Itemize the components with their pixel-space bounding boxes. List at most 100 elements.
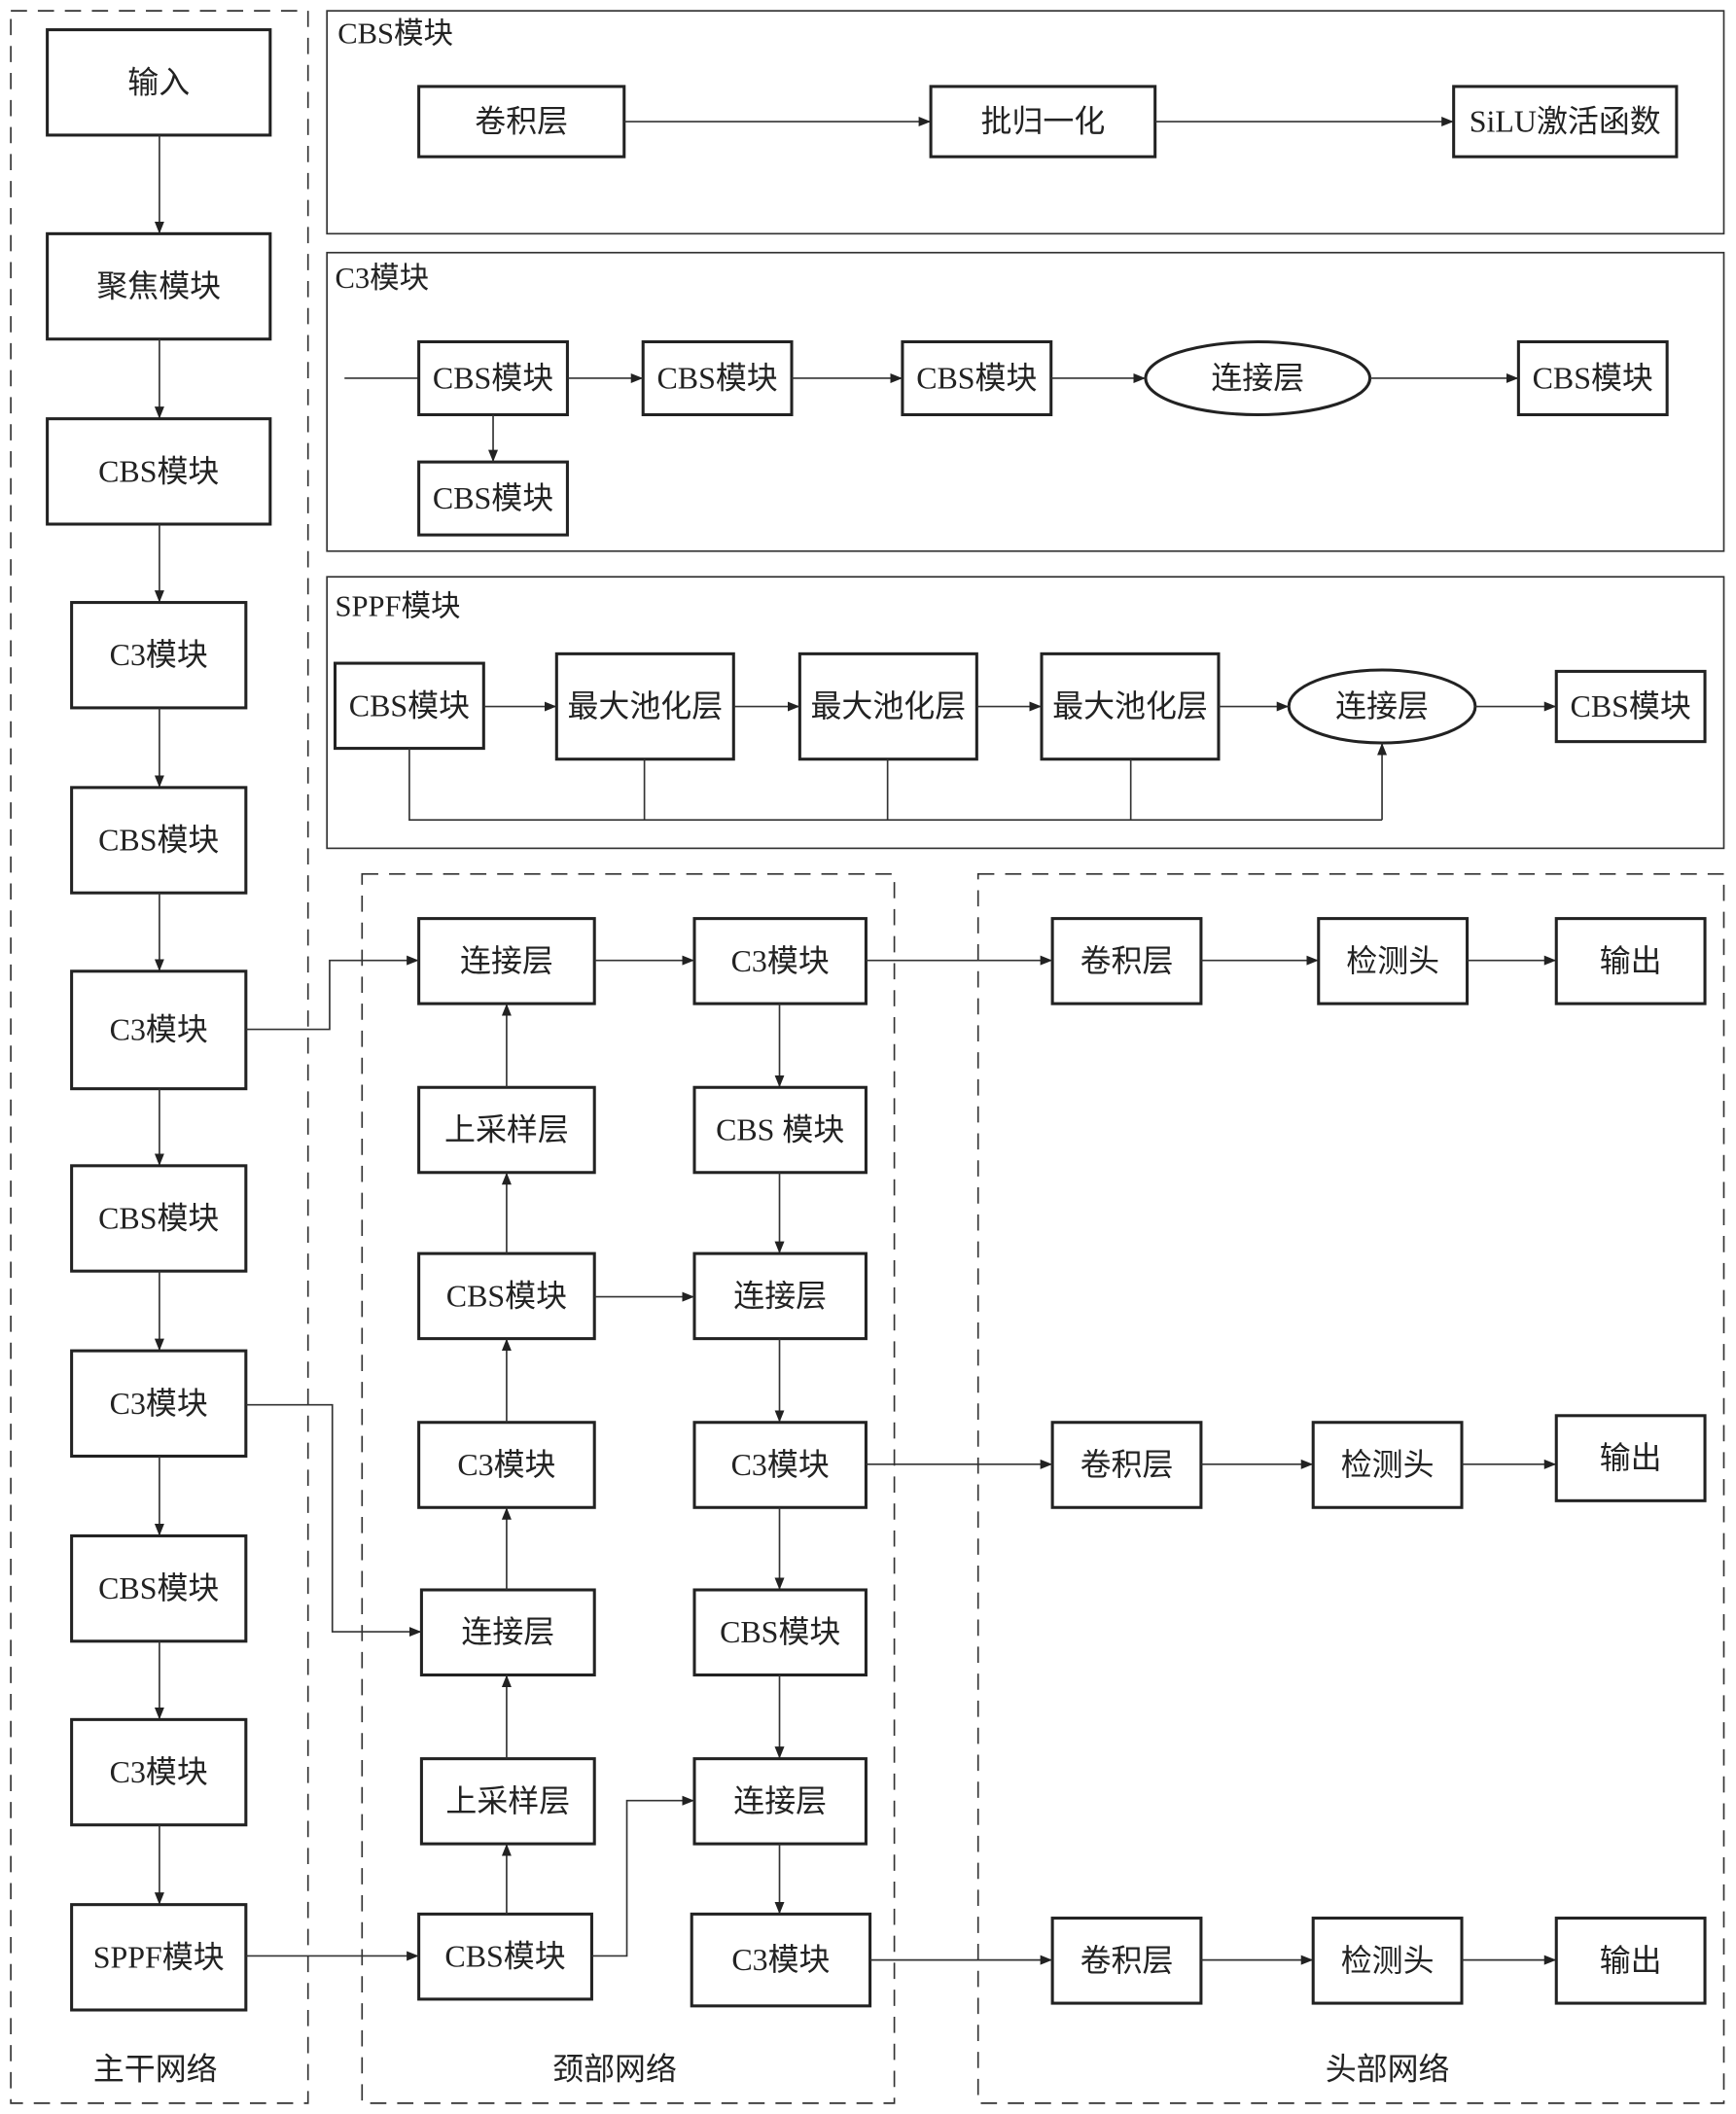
sppf-maxpool-node-label: 最大池化层: [1052, 689, 1208, 723]
head-conv-node: [1050, 917, 1203, 1005]
c3-module-node: [641, 339, 794, 417]
neck-left-node: [417, 1085, 596, 1175]
backbone-node-label: 聚焦模块: [96, 269, 221, 303]
c3-module-node: [1516, 339, 1669, 417]
head-region-label: 头部网络: [1326, 2053, 1450, 2087]
backbone-node: [70, 1349, 248, 1459]
neck-left-node-label: 上采样层: [444, 1113, 569, 1147]
neck-left-node-label: 上采样层: [445, 1784, 570, 1818]
backbone-node: [70, 786, 248, 895]
output-node-label: 输出: [1600, 1944, 1662, 1978]
neck-left-node: [419, 1757, 596, 1846]
sppf-concat-node-label: 连接层: [1335, 689, 1429, 723]
neck-left-node: [419, 1588, 596, 1677]
neck-right-node: [690, 1912, 872, 2008]
backbone-node-label: C3模块: [110, 1387, 208, 1421]
head-region: [976, 872, 1725, 2104]
sppf-module-node-label: CBS模块: [349, 688, 470, 722]
cbs-module-node: [417, 85, 626, 159]
backbone-node-label: CBS模块: [98, 1571, 219, 1605]
neck-left-node-label: 连接层: [461, 1615, 554, 1649]
c3-module-title: C3模块: [335, 262, 429, 295]
neck-left-node-label: 连接层: [460, 944, 553, 978]
backbone-node: [46, 28, 272, 137]
backbone-node-label: SPPF模块: [93, 1940, 225, 1974]
detect-head-node: [1311, 1917, 1464, 2005]
head-conv-node-label: 卷积层: [1081, 1448, 1174, 1482]
sppf-module-node: [333, 661, 485, 751]
backbone-node: [70, 1533, 248, 1643]
c3-module-node-label: CBS模块: [433, 361, 553, 395]
backbone-region-label: 主干网络: [93, 2053, 218, 2087]
output-node-label: 输出: [1600, 1441, 1662, 1475]
sppf-maxpool-node-label: 最大池化层: [810, 689, 966, 723]
backbone-node-label: C3模块: [110, 1013, 208, 1047]
neck-left-node-label: CBS模块: [444, 1940, 565, 1974]
sppf-module-title: SPPF模块: [335, 590, 460, 623]
cbs-module-node: [929, 85, 1157, 159]
output-node: [1554, 1917, 1707, 2005]
cbs-module-node-label: 批归一化: [981, 105, 1106, 139]
backbone-node: [70, 1164, 248, 1273]
detect-head-node-label: 检测头: [1341, 1944, 1435, 1978]
backbone-node-label: C3模块: [110, 638, 208, 672]
neck-right-node: [692, 1757, 868, 1846]
output-node-label: 输出: [1600, 944, 1662, 978]
neck-right-node: [692, 1421, 868, 1509]
cbs-module-panel: [326, 10, 1725, 235]
backbone-node: [46, 231, 272, 341]
detect-head-node-label: 检测头: [1341, 1448, 1435, 1482]
neck-left-node-label: CBS模块: [446, 1279, 567, 1313]
cbs-module-node: [1452, 85, 1679, 159]
neck-right-node-label: 连接层: [733, 1784, 827, 1818]
neck-right-node-label: C3模块: [731, 944, 830, 978]
backbone-node-label: C3模块: [110, 1755, 208, 1789]
backbone-region: [10, 10, 309, 2104]
c3-module-node-label: CBS模块: [1533, 361, 1653, 395]
backbone-node-label: CBS模块: [98, 1201, 219, 1235]
cbs-module-node-label: 卷积层: [475, 105, 568, 139]
sppf-maxpool-node: [1040, 652, 1221, 761]
neck-right-node-label: C3模块: [731, 1448, 830, 1482]
sppf-maxpool-node-label: 最大池化层: [567, 689, 723, 723]
neck-left-node: [417, 1912, 593, 2001]
neck-right-node-label: C3模块: [731, 1943, 830, 1977]
cbs-module-title: CBS模块: [337, 18, 453, 51]
c3-concat-node-label: 连接层: [1211, 361, 1304, 395]
c3-module-node-label: CBS模块: [656, 361, 777, 395]
neck-right-node-label: CBS 模块: [716, 1113, 844, 1147]
cbs-module-node-label: SiLU激活函数: [1470, 105, 1661, 139]
c3-module-panel: [326, 251, 1725, 552]
sppf-skip-line: [408, 748, 1383, 822]
c3-module-node-label: CBS模块: [916, 361, 1037, 395]
backbone-to-neck-arrow: [245, 955, 419, 1031]
neck-left-node: [417, 1251, 596, 1341]
c3-module-node: [417, 339, 569, 417]
c3-module-node-label: CBS模块: [433, 481, 553, 515]
detect-head-node: [1311, 1421, 1464, 1509]
backbone-node: [70, 1717, 248, 1827]
detect-head-node-label: 检测头: [1346, 944, 1439, 978]
neck-region-label: 颈部网络: [552, 2053, 677, 2087]
head-conv-node-label: 卷积层: [1081, 1944, 1174, 1978]
sppf-maxpool-node: [554, 652, 735, 761]
sppf-maxpool-node: [797, 652, 978, 761]
arrow: [591, 1795, 694, 1957]
neck-region: [361, 872, 896, 2104]
backbone-node-label: CBS模块: [98, 824, 219, 858]
neck-right-node: [692, 1085, 868, 1175]
backbone-node-label: 输入: [127, 65, 190, 99]
c3-module-node: [417, 460, 569, 537]
head-conv-node: [1050, 1421, 1203, 1509]
sppf-module-panel: [326, 576, 1725, 850]
backbone-node: [46, 417, 272, 526]
backbone-node: [70, 1903, 248, 2012]
backbone-node-label: CBS模块: [98, 454, 219, 488]
head-conv-node-label: 卷积层: [1081, 944, 1174, 978]
neck-right-node-label: 连接层: [733, 1279, 827, 1313]
backbone-node: [70, 969, 248, 1091]
backbone-to-neck-arrow: [245, 1403, 422, 1638]
backbone-node: [70, 601, 248, 710]
sppf-module-node-label: CBS模块: [1571, 689, 1691, 723]
